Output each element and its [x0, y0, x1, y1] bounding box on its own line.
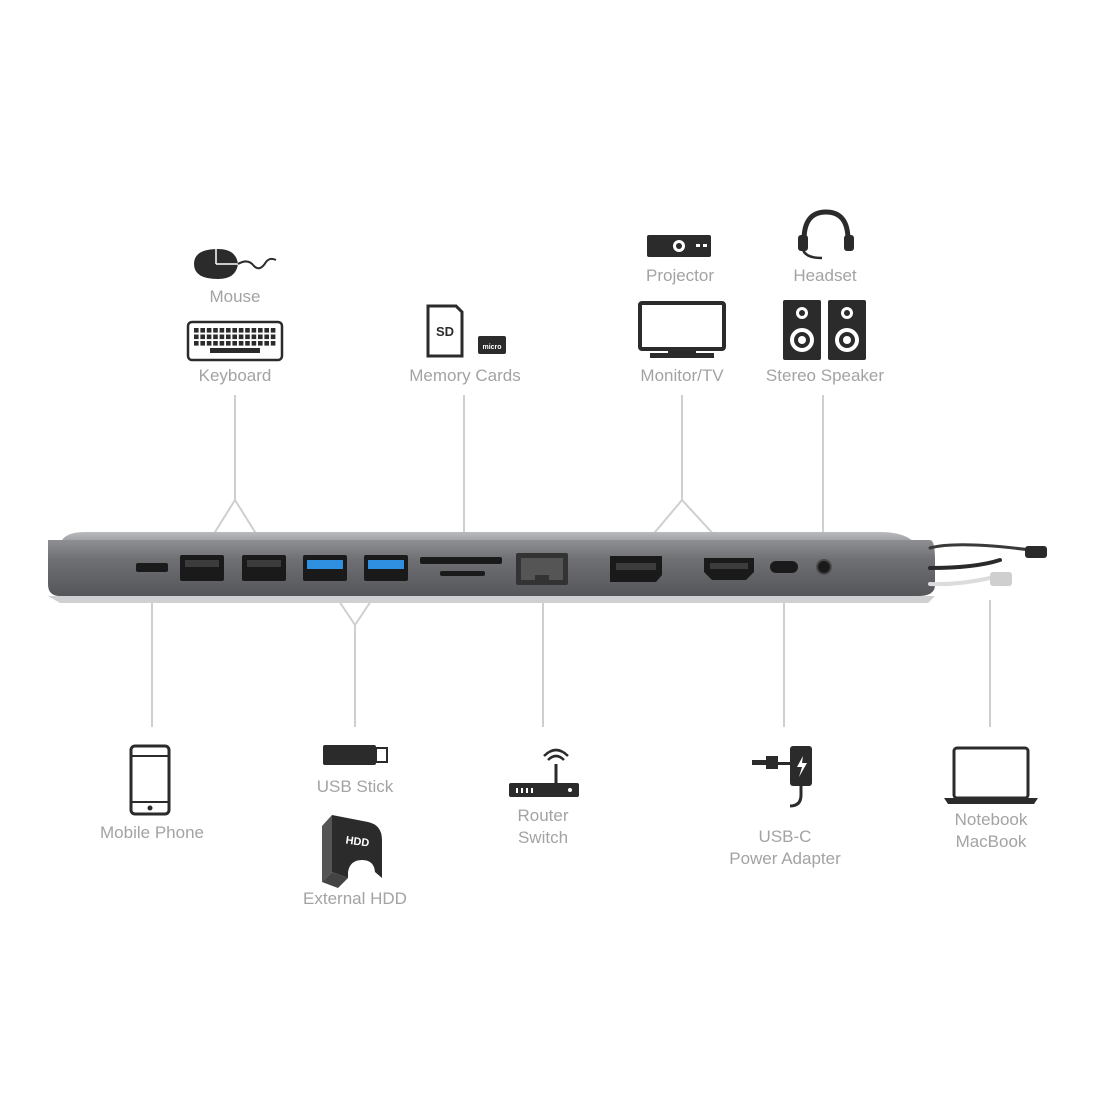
keyboard-key: [258, 334, 263, 340]
keyboard-key: [200, 328, 205, 333]
micro-sd-text: micro: [482, 344, 501, 351]
label-router: Router Switch: [483, 805, 603, 849]
keyboard-key: [232, 334, 237, 340]
keyboard-key: [264, 334, 269, 340]
label-notebook-line1: Notebook: [954, 810, 1028, 829]
keyboard-key: [245, 334, 250, 340]
label-notebook-line2: MacBook: [955, 832, 1027, 851]
label-usb-stick: USB Stick: [316, 777, 394, 796]
keyboard-key: [251, 328, 257, 333]
keyboard-key: [213, 334, 218, 340]
keyboard-key: [219, 341, 225, 346]
keyboard-key: [270, 334, 276, 340]
keyboard-key: [251, 334, 257, 340]
keyboard-key: [245, 341, 250, 346]
keyboard-key: [264, 328, 269, 333]
keyboard-key: [206, 334, 212, 340]
label-router-line2: Switch: [517, 828, 569, 847]
keyboard-key: [258, 328, 263, 333]
keyboard-key: [264, 341, 269, 346]
connector-lines: [151, 395, 991, 727]
label-mobile-phone: Mobile Phone: [100, 823, 204, 842]
usb-c-port: [770, 561, 798, 573]
label-notebook: Notebook MacBook: [931, 809, 1051, 853]
keyboard-icon: [186, 320, 284, 362]
keyboard-key: [270, 328, 276, 333]
keyboard-key: [219, 328, 225, 333]
usb-stick-icon: [323, 745, 388, 765]
keyboard-key: [213, 328, 218, 333]
keyboard-key: [206, 341, 212, 346]
sd-card-icon: SD: [426, 304, 464, 358]
usb2-port-1: [180, 555, 224, 581]
label-keyboard: Keyboard: [198, 366, 272, 385]
projector-icon: [647, 235, 711, 257]
mouse-icon: [194, 249, 277, 279]
label-power-adapter: USB-C Power Adapter: [715, 826, 855, 870]
power-adapter-icon: [752, 746, 812, 808]
headset-icon: [798, 209, 854, 260]
sd-card-slot: [420, 557, 502, 564]
router-icon: [509, 748, 579, 797]
keyboard-key: [238, 334, 244, 340]
keyboard-key: [238, 328, 244, 333]
phone-icon: [129, 744, 171, 816]
label-headset: Headset: [793, 266, 857, 285]
keyboard-key: [232, 341, 237, 346]
sd-card-text: SD: [436, 324, 454, 339]
keyboard-key: [245, 328, 250, 333]
keyboard-key: [270, 341, 276, 346]
monitor-icon: [638, 301, 726, 358]
keyboard-key: [206, 328, 212, 333]
hdd-text: HDD: [345, 834, 370, 849]
keyboard-key: [194, 334, 199, 340]
micro-sd-slot: [136, 563, 168, 572]
label-router-line1: Router: [517, 806, 569, 825]
keyboard-key: [258, 341, 263, 346]
label-projector: Projector: [645, 266, 715, 285]
keyboard-key: [219, 334, 225, 340]
label-stereo-speaker: Stereo Speaker: [765, 366, 885, 385]
label-mouse: Mouse: [209, 287, 261, 306]
micro-sd-icon: micro: [478, 336, 506, 354]
label-memory-cards: Memory Cards: [409, 366, 521, 385]
keyboard-key: [226, 328, 231, 333]
usb2-port-2: [242, 555, 286, 581]
label-monitor: Monitor/TV: [640, 366, 724, 385]
speaker-icon: [783, 300, 866, 360]
label-external-hdd: External HDD: [303, 889, 407, 908]
keyboard-key: [213, 341, 218, 346]
keyboard-key: [226, 341, 231, 346]
hdd-icon: HDD: [322, 815, 382, 888]
docking-station: [48, 532, 1047, 603]
keyboard-key: [200, 334, 205, 340]
keyboard-key: [194, 328, 199, 333]
keyboard-spacebar: [210, 348, 260, 353]
laptop-icon: [944, 746, 1038, 804]
keyboard-key: [200, 341, 205, 346]
keyboard-key: [194, 341, 199, 346]
keyboard-key: [238, 341, 244, 346]
keyboard-key: [251, 341, 257, 346]
label-adapter-line1: USB-C: [758, 827, 812, 846]
dock-cables: [928, 543, 1047, 587]
label-adapter-line2: Power Adapter: [729, 849, 841, 868]
keyboard-key: [226, 334, 231, 340]
keyboard-key: [232, 328, 237, 333]
dock-ports: [136, 553, 832, 585]
audio-jack: [816, 559, 832, 575]
